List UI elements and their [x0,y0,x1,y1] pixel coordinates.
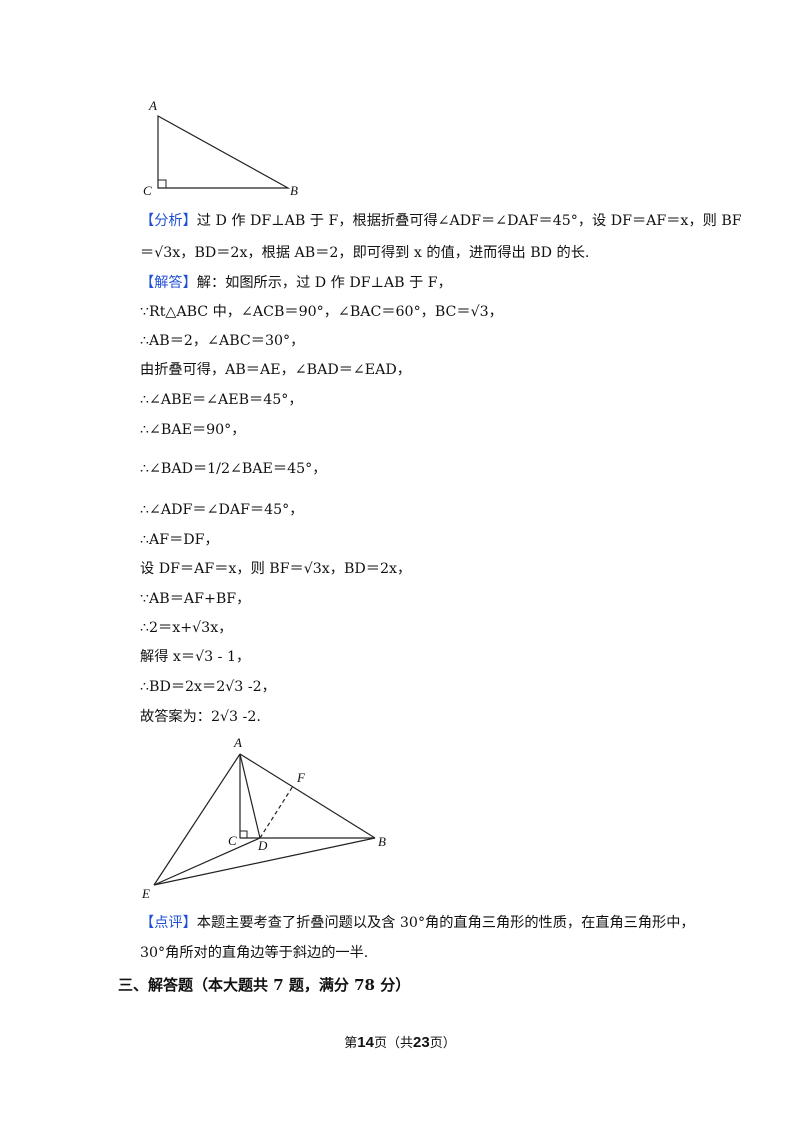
solution-line: ∴∠ABE＝∠AEB＝45°， [140,392,303,408]
solution-line: 设 DF＝AF＝x，则 BF＝√3x，BD＝2x， [140,561,412,577]
section-heading: 三、解答题（本大题共 7 题，满分 78 分） [118,976,411,994]
solution-line: 解得 x＝√3 - 1， [140,649,251,665]
segment-ed [153,837,261,886]
label-a: A [148,98,157,113]
figure-triangle-abc: A C B [143,98,298,198]
footer-pre: 第 [344,1036,358,1051]
analysis-line-1: 【分析】过 D 作 DF⊥AB 于 F，根据折叠可得∠ADF＝∠DAF＝45°，… [140,210,742,232]
solution-line: ∴AF＝DF， [140,532,219,548]
footer-page-number: 14 [357,1034,374,1051]
solution-line: ∴2＝x+√3x， [140,620,233,636]
segment-ad [239,753,261,839]
solution-line: ∴BD＝2x＝2√3 -2， [140,679,276,695]
label-b: B [290,183,298,198]
solution-line: 故答案为：2√3 -2. [140,709,261,725]
label-a: A [233,735,242,750]
solution-line-1: 【解答】解：如图所示，过 D 作 DF⊥AB 于 F， [140,272,452,294]
label-c: C [228,833,237,848]
comment-line-2: 30°角所对的直角边等于斜边的一半. [140,942,368,964]
label-b: B [378,834,386,849]
solution-line: ∵Rt△ABC 中，∠ACB＝90°，∠BAC＝60°，BC＝√3， [140,304,503,320]
analysis-text-2: ＝√3x，BD＝2x，根据 AB＝2，即可得到 x 的值，进而得出 BD 的长. [140,245,590,261]
comment-text-1: 本题主要考查了折叠问题以及含 30°角的直角三角形的性质，在直角三角形中， [196,915,695,931]
footer-total-pages: 23 [413,1034,430,1051]
right-angle-marker-c [239,830,248,839]
footer-mid: 页（共 [373,1036,413,1051]
segment-df-dashed [259,785,294,839]
footer-post: 页） [429,1036,456,1051]
solution-line: ∵AB＝AF+BF， [140,591,251,607]
segment-ae [153,753,241,886]
comment-line-1: 【点评】本题主要考查了折叠问题以及含 30°角的直角三角形的性质，在直角三角形中… [140,912,695,934]
label-f: F [296,770,306,785]
solution-line: ∴∠ADF＝∠DAF＝45°， [140,502,304,518]
page-footer: 第14页（共23页） [0,1032,800,1051]
solution-text: 解：如图所示，过 D 作 DF⊥AB 于 F， [196,275,452,291]
solution-line: 由折叠可得，AB＝AE，∠BAD＝∠EAD， [140,362,411,378]
analysis-tag: 【分析】 [140,213,197,229]
analysis-text-1: 过 D 作 DF⊥AB 于 F，根据折叠可得∠ADF＝∠DAF＝45°，设 DF… [196,213,742,229]
triangle-abc-shape [157,114,291,189]
segment-ab [239,753,376,839]
solution-line: ∴∠BAD＝1/2∠BAE＝45°， [140,461,327,477]
label-e: E [141,886,150,901]
comment-text-2: 30°角所对的直角边等于斜边的一半. [140,945,369,961]
solution-line: ∴∠BAE＝90°， [140,422,246,438]
figure-folded-triangle: A F C D B E [141,735,386,901]
label-c: C [143,183,152,198]
right-angle-marker [157,179,167,189]
segment-eb [153,837,376,886]
analysis-line-2: ＝√3x，BD＝2x，根据 AB＝2，即可得到 x 的值，进而得出 BD 的长. [140,242,589,264]
solution-tag: 【解答】 [140,275,197,291]
comment-tag: 【点评】 [140,915,197,931]
label-d: D [257,838,268,853]
solution-line: ∴AB＝2，∠ABC＝30°， [140,333,305,349]
